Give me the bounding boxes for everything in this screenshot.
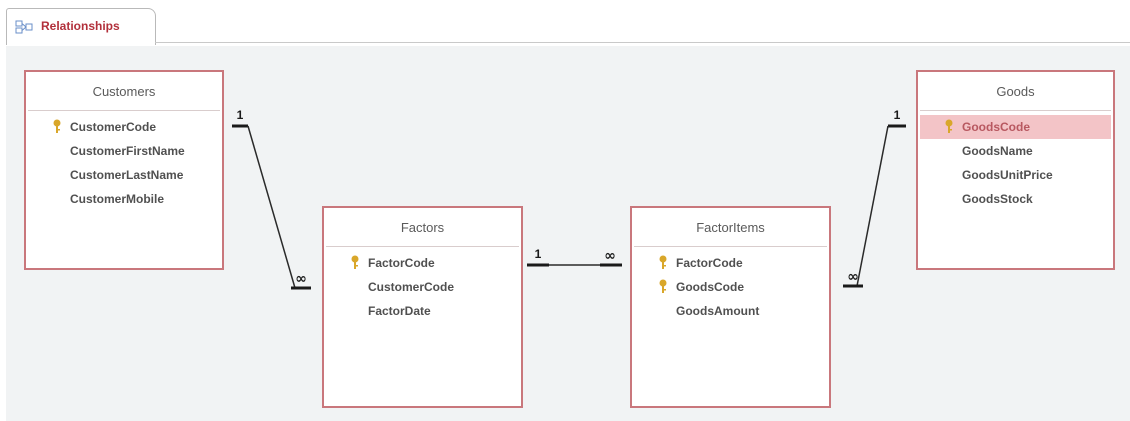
field-row[interactable]: GoodsStock [918, 187, 1113, 211]
field-name: GoodsStock [962, 192, 1033, 206]
field-name: CustomerFirstName [70, 144, 185, 158]
field-row[interactable]: FactorDate [324, 299, 521, 323]
table-factoritems[interactable]: FactorItems FactorCode GoodsCode GoodsAm… [630, 206, 831, 408]
field-row[interactable]: GoodsName [918, 139, 1113, 163]
many-label: ∞ [847, 269, 859, 285]
field-name: GoodsName [962, 144, 1033, 158]
relationship-goods-factoritems[interactable] [843, 124, 906, 288]
tab-divider [155, 42, 1130, 43]
relationship-customers-factors[interactable] [232, 124, 311, 290]
field-row[interactable]: FactorCode [632, 251, 829, 275]
table-customers[interactable]: Customers CustomerCode CustomerFirstName… [24, 70, 224, 270]
primary-key-icon [53, 119, 61, 133]
field-name: GoodsCode [676, 280, 744, 294]
field-row[interactable]: FactorCode [324, 251, 521, 275]
field-name: CustomerCode [368, 280, 455, 294]
field-name: FactorDate [368, 304, 431, 318]
one-label: 1 [535, 247, 542, 261]
field-row[interactable]: CustomerCode [324, 275, 521, 299]
primary-key-icon [659, 255, 667, 269]
field-name: CustomerCode [70, 120, 157, 134]
field-name: CustomerMobile [70, 192, 165, 206]
field-name: GoodsUnitPrice [962, 168, 1053, 182]
table-goods[interactable]: Goods GoodsCode GoodsName GoodsUnitPrice… [916, 70, 1115, 270]
table-title[interactable]: Goods [920, 72, 1111, 111]
table-title[interactable]: Customers [28, 72, 220, 111]
document-tab-bar: Relationships [0, 0, 1130, 46]
field-row-selected[interactable]: GoodsCode [920, 115, 1111, 139]
field-row[interactable]: CustomerCode [26, 115, 222, 139]
field-row[interactable]: CustomerFirstName [26, 139, 222, 163]
field-row[interactable]: CustomerLastName [26, 163, 222, 187]
field-row[interactable]: GoodsCode [632, 275, 829, 299]
field-name: CustomerLastName [70, 168, 184, 182]
field-name: GoodsCode [962, 120, 1030, 134]
many-label: ∞ [295, 271, 307, 287]
one-label: 1 [237, 108, 244, 122]
field-row[interactable]: GoodsUnitPrice [918, 163, 1113, 187]
field-row[interactable]: GoodsAmount [632, 299, 829, 323]
many-label: ∞ [604, 248, 616, 264]
field-name: FactorCode [676, 256, 743, 270]
primary-key-icon [945, 119, 953, 133]
tab-label: Relationships [41, 19, 120, 33]
table-factors[interactable]: Factors FactorCode CustomerCode FactorDa… [322, 206, 523, 408]
field-name: GoodsAmount [676, 304, 760, 318]
relationships-icon [15, 20, 33, 34]
field-name: FactorCode [368, 256, 435, 270]
relationship-line [247, 125, 296, 289]
primary-key-icon [351, 255, 359, 269]
primary-key-icon [659, 279, 667, 293]
tab-relationships[interactable]: Relationships [6, 8, 156, 45]
relationship-line [856, 125, 889, 287]
one-label: 1 [894, 108, 901, 122]
table-title[interactable]: FactorItems [634, 208, 827, 247]
field-row[interactable]: CustomerMobile [26, 187, 222, 211]
table-title[interactable]: Factors [326, 208, 519, 247]
